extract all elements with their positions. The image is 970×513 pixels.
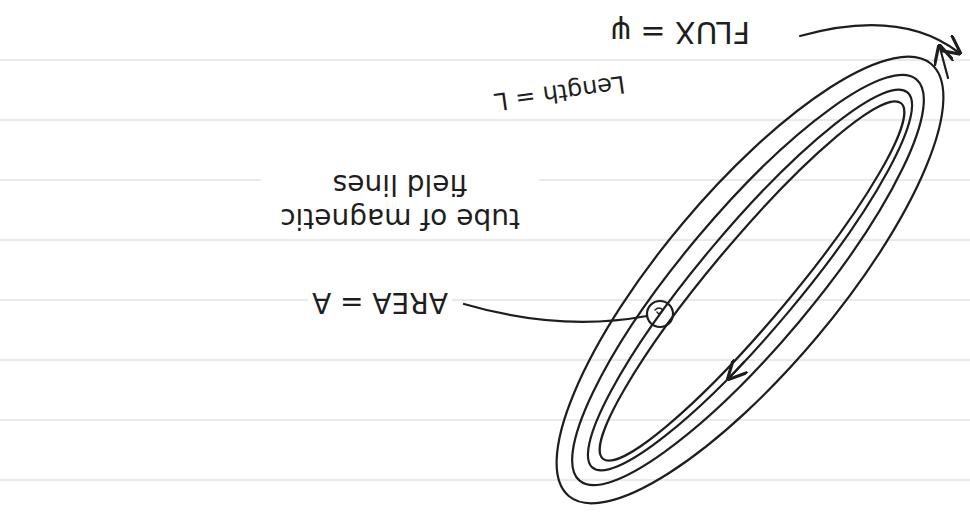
tube-wall <box>554 60 946 500</box>
field-loop <box>529 37 967 513</box>
annotation-label: AREA = A <box>308 284 452 320</box>
annotation-label: FLUX = ψ <box>607 13 754 51</box>
leader-line <box>464 304 647 322</box>
ruled-lines <box>0 60 970 480</box>
length-arrow <box>800 25 958 52</box>
direction-arrow <box>730 362 744 377</box>
cross-section-circle <box>647 301 673 327</box>
annotation-label: tube of magnetic field lines <box>261 167 539 236</box>
tube-wall <box>572 78 932 485</box>
cross-section-mark <box>655 308 663 314</box>
annotation-label: Length = L <box>489 67 631 117</box>
length-arrow <box>940 48 948 78</box>
